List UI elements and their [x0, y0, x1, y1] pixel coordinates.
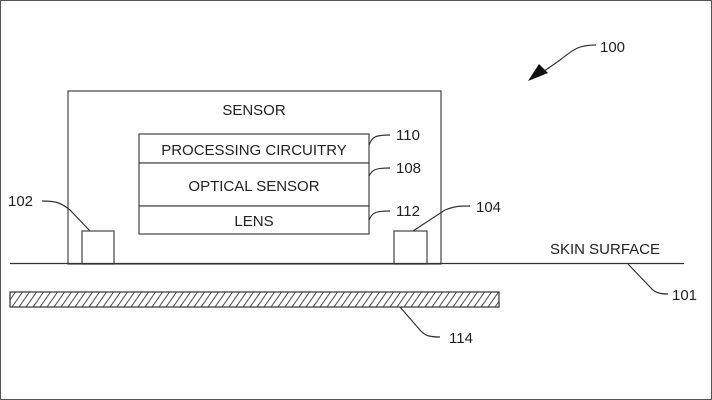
arrowhead-icon — [528, 64, 548, 81]
leader-114 — [399, 306, 441, 338]
optical-sensor-label: OPTICAL SENSOR — [188, 178, 319, 195]
sensor-label: SENSOR — [222, 102, 286, 119]
ref-112-label: 112 — [396, 203, 420, 220]
hatched-layer — [9, 291, 500, 308]
ref-102-label: 102 — [8, 193, 33, 210]
left-emitter — [81, 230, 115, 265]
ref-114-label: 114 — [449, 330, 473, 347]
sensor-housing — [67, 90, 442, 265]
reference-100-arrow — [539, 44, 597, 75]
reference-100-label: 100 — [600, 39, 625, 56]
right-emitter — [393, 230, 428, 265]
leader-101 — [627, 263, 669, 295]
ref-101-label: 101 — [672, 287, 697, 304]
ref-110-label: 110 — [396, 127, 420, 144]
leader-102 — [41, 200, 91, 232]
lens-layer — [138, 205, 370, 235]
optical-sensor-layer — [138, 162, 370, 207]
leader-110 — [368, 134, 391, 146]
skin-surface-label: SKIN SURFACE — [550, 241, 660, 258]
processing-circuitry-label: PROCESSING CIRCUITRY — [161, 142, 347, 159]
lens-label: LENS — [234, 213, 273, 230]
processing-circuitry-layer — [138, 133, 370, 164]
leader-108 — [368, 167, 391, 177]
ref-104-label: 104 — [476, 199, 501, 216]
ref-108-label: 108 — [396, 160, 421, 177]
leader-112 — [368, 210, 391, 221]
leader-104 — [412, 205, 471, 232]
